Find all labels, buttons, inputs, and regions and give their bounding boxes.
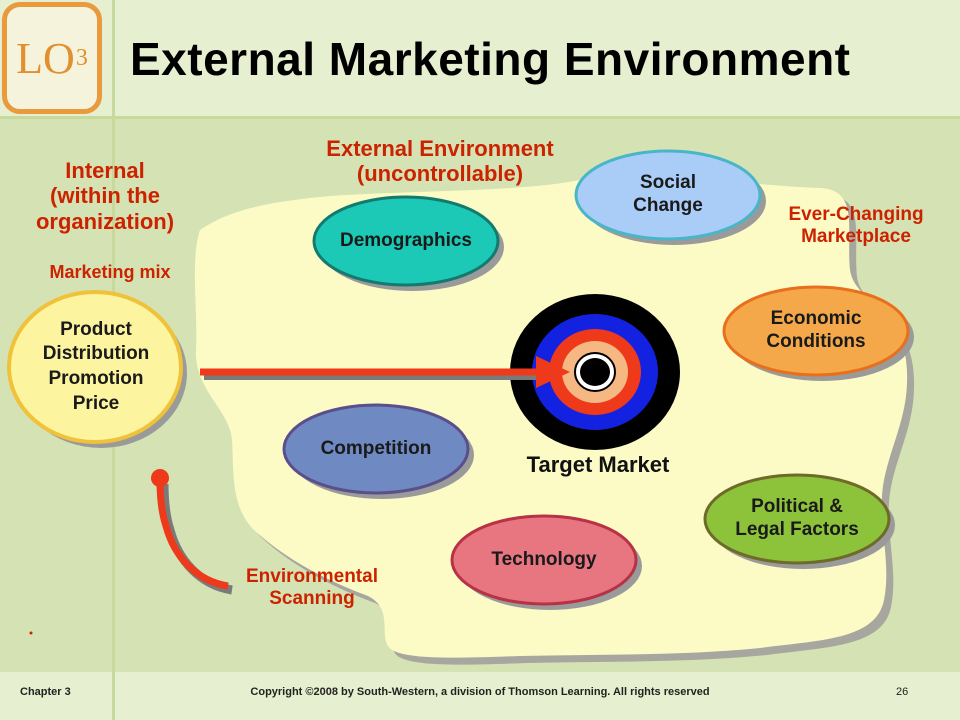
environmental-scanning-arrow bbox=[151, 469, 233, 595]
target-market-label: Target Market bbox=[526, 452, 670, 477]
marketing-mix-arrow bbox=[200, 356, 570, 388]
external-label-line2: (uncontrollable) bbox=[356, 161, 524, 187]
header-band bbox=[0, 0, 960, 118]
ever-changing-line2: Marketplace bbox=[801, 225, 911, 247]
internal-label: Internal (within the organization) bbox=[10, 158, 200, 234]
technology-oval bbox=[450, 514, 638, 606]
technology-label: Technology bbox=[491, 548, 597, 570]
social-line2: Change bbox=[633, 195, 703, 216]
competition-label: Competition bbox=[320, 437, 432, 459]
page-title: External Marketing Environment bbox=[130, 33, 851, 85]
mix-item-distribution: Distribution bbox=[42, 343, 150, 365]
scanning-line2: Scanning bbox=[269, 587, 355, 609]
economic-line1: Economic bbox=[770, 308, 862, 330]
internal-label-line3: organization) bbox=[35, 208, 175, 234]
social-change-label: Social Change bbox=[576, 151, 760, 239]
marketing-mix-label: Marketing mix bbox=[49, 262, 171, 282]
horizontal-divider bbox=[0, 116, 960, 119]
internal-label-line2: (within the bbox=[50, 183, 160, 209]
political-line2: Legal Factors bbox=[735, 519, 859, 540]
page-number: 26 bbox=[896, 686, 909, 698]
social-change-oval bbox=[574, 149, 762, 241]
political-line1: Political & bbox=[751, 496, 843, 518]
mix-item-promotion: Promotion bbox=[48, 368, 144, 389]
social-line1: Social bbox=[640, 172, 696, 194]
lo-badge-number: 3 bbox=[75, 44, 88, 71]
footer-copyright: Copyright ©2008 by South-Western, a divi… bbox=[250, 686, 710, 698]
stray-dot bbox=[29, 631, 33, 635]
target-market-bullseye bbox=[510, 294, 680, 450]
lo-badge-prefix: LO bbox=[16, 33, 75, 83]
footer-band bbox=[0, 672, 960, 720]
external-environment-label: External Environment (uncontrollable) bbox=[280, 136, 600, 187]
ever-changing-marketplace-label: Ever-Changing Marketplace bbox=[770, 204, 942, 248]
footer-chapter: Chapter 3 bbox=[20, 686, 71, 698]
economic-conditions-label: Economic Conditions bbox=[724, 287, 908, 375]
political-legal-label: Political & Legal Factors bbox=[705, 475, 889, 563]
mix-item-price: Price bbox=[72, 392, 120, 414]
marketing-mix-circle bbox=[7, 290, 183, 444]
political-legal-oval bbox=[703, 473, 891, 565]
internal-label-line1: Internal bbox=[65, 158, 145, 183]
ever-changing-line1: Ever-Changing bbox=[788, 204, 924, 225]
economic-conditions-oval bbox=[722, 285, 910, 377]
external-label-line1: External Environment bbox=[326, 136, 554, 161]
economic-line2: Conditions bbox=[766, 331, 866, 352]
competition-oval bbox=[282, 403, 470, 495]
scanning-line1: Environmental bbox=[246, 566, 378, 587]
demographics-label: Demographics bbox=[340, 229, 472, 251]
mix-item-product: Product bbox=[60, 318, 132, 340]
demographics-oval bbox=[312, 195, 500, 287]
environmental-scanning-label: Environmental Scanning bbox=[212, 566, 412, 610]
marketing-mix-list: Product Distribution Promotion Price bbox=[10, 300, 182, 434]
